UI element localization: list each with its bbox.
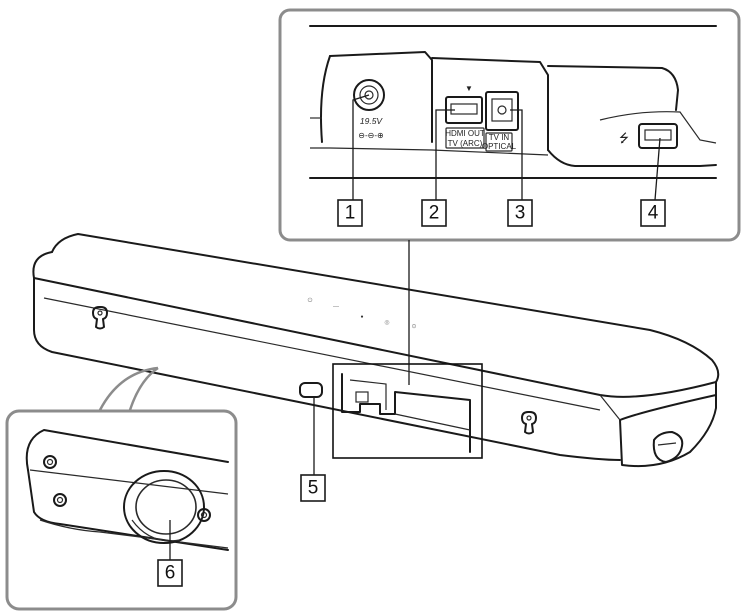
usb-icon: ⭍: [619, 131, 629, 145]
hdmi-label-line1: HDMI OUT: [445, 129, 485, 138]
volume-up-icon: ⊙: [411, 324, 416, 330]
svg-text:6: 6: [165, 563, 176, 584]
rear-connector-recess: [332, 363, 483, 459]
rubber-foot: [123, 470, 205, 544]
callout-2: 2: [421, 199, 447, 227]
hdmi-label-line2: TV (ARC): [448, 139, 483, 148]
callout-6: 6: [157, 559, 183, 587]
optical-label-line2: OPTICAL: [482, 142, 517, 151]
dc-in-polarity-label: ⊖-⊖-⊕: [358, 131, 383, 140]
dc-in-jack: 19.5V ⊖-⊖-⊕: [353, 79, 385, 140]
screw-bottom-left: [53, 493, 67, 507]
pairing-button-icon: ◎: [384, 320, 389, 326]
wall-mount-hole-left: [92, 306, 108, 330]
ir-sensor: [299, 382, 323, 398]
svg-text:1: 1: [345, 203, 356, 224]
screw-top-left: [43, 455, 57, 469]
optical-label-line1: TV IN: [489, 133, 510, 142]
rear-panel-inset: 19.5V ⊖-⊖-⊕ ▼ HDMI OUT TV (ARC) TV IN OP…: [278, 8, 741, 242]
svg-text:4: 4: [648, 203, 659, 224]
input-button-icon: ●: [360, 314, 363, 320]
soundbar-body: ⏻ — ● ◎ ⊙ 5: [32, 233, 720, 502]
dc-in-voltage-label: 19.5V: [360, 116, 384, 126]
usb-port: ⭍: [619, 123, 678, 149]
underside-inset: 6: [5, 366, 238, 611]
top-touch-buttons: ⏻ — ● ◎ ⊙: [308, 297, 417, 330]
callout-3: 3: [507, 199, 533, 227]
svg-text:2: 2: [429, 203, 440, 224]
callout-4: 4: [640, 199, 666, 227]
svg-text:3: 3: [515, 203, 526, 224]
hdmi-arrow-icon: ▼: [465, 84, 473, 93]
power-button-icon: ⏻: [308, 297, 313, 304]
callout-5: 5: [300, 474, 326, 502]
callout-1: 1: [337, 199, 363, 227]
volume-down-icon: —: [333, 304, 339, 310]
svg-text:5: 5: [308, 478, 319, 499]
wall-mount-hole-right: [521, 411, 537, 435]
inset-pointer: [98, 366, 159, 411]
